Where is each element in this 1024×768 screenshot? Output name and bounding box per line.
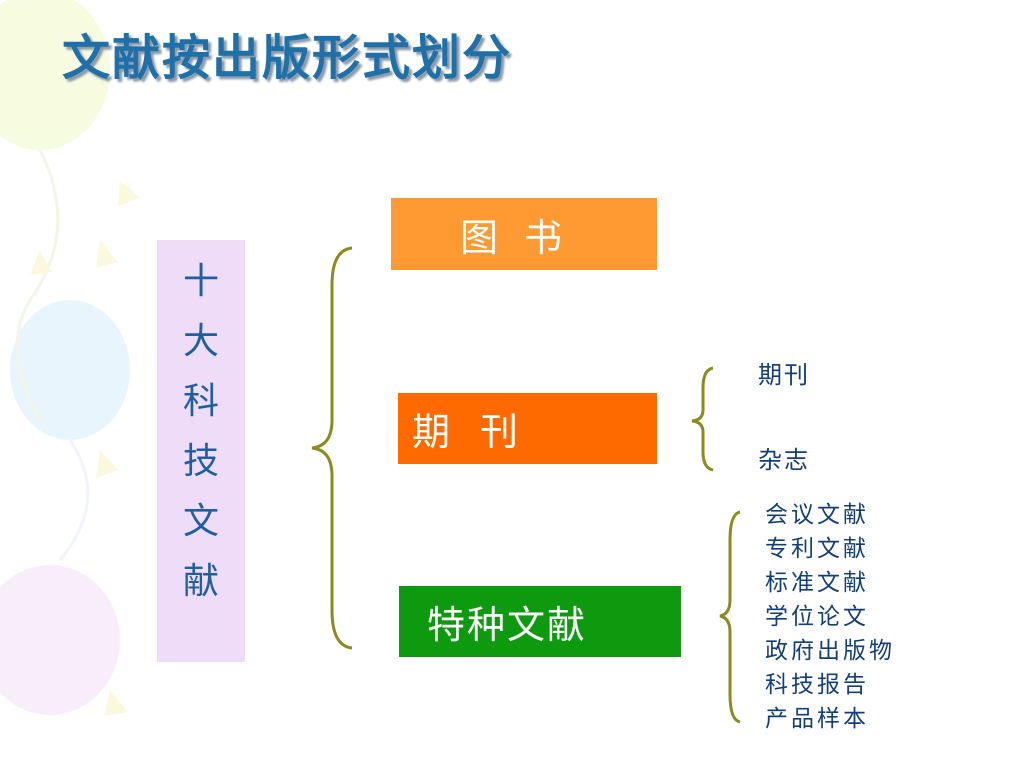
category-special-label: 特种文献 bbox=[427, 603, 588, 647]
balloon-pink bbox=[0, 565, 120, 715]
category-journals-box: 期刊 bbox=[398, 393, 657, 464]
special-type-item: 政府出版物 bbox=[765, 638, 895, 664]
special-type-item: 会议文献 bbox=[765, 502, 869, 528]
balloon-blue bbox=[10, 300, 130, 440]
special-type-item: 学位论文 bbox=[765, 604, 869, 630]
special-type-item: 专利文献 bbox=[765, 536, 869, 562]
root-char: 技 bbox=[182, 441, 219, 482]
special-types-list: 会议文献 专利文献 标准文献 学位论文 政府出版物 科技报告 产品样本 bbox=[765, 498, 895, 736]
category-special-box: 特种文献 bbox=[399, 586, 681, 657]
journal-type-item: 杂志 bbox=[758, 446, 810, 474]
root-char: 献 bbox=[182, 561, 219, 602]
root-char: 十 bbox=[182, 261, 219, 302]
special-type-item: 标准文献 bbox=[765, 570, 869, 596]
category-books-label: 图书 bbox=[459, 215, 588, 260]
special-type-item: 产品样本 bbox=[765, 706, 869, 732]
journal-type-item: 期刊 bbox=[758, 361, 810, 389]
root-category-box bbox=[157, 240, 245, 662]
root-char: 文 bbox=[182, 501, 219, 542]
root-category-label: 十 大 科 技 文 献 bbox=[157, 252, 245, 612]
slide-title: 文献按出版形式划分 bbox=[62, 30, 513, 86]
category-books-box: 图书 bbox=[391, 198, 657, 270]
root-char: 大 bbox=[182, 321, 219, 362]
balloon-yellow bbox=[0, 0, 110, 150]
category-journals-label: 期刊 bbox=[412, 410, 549, 454]
special-type-item: 科技报告 bbox=[765, 672, 869, 698]
root-char: 科 bbox=[182, 381, 219, 422]
